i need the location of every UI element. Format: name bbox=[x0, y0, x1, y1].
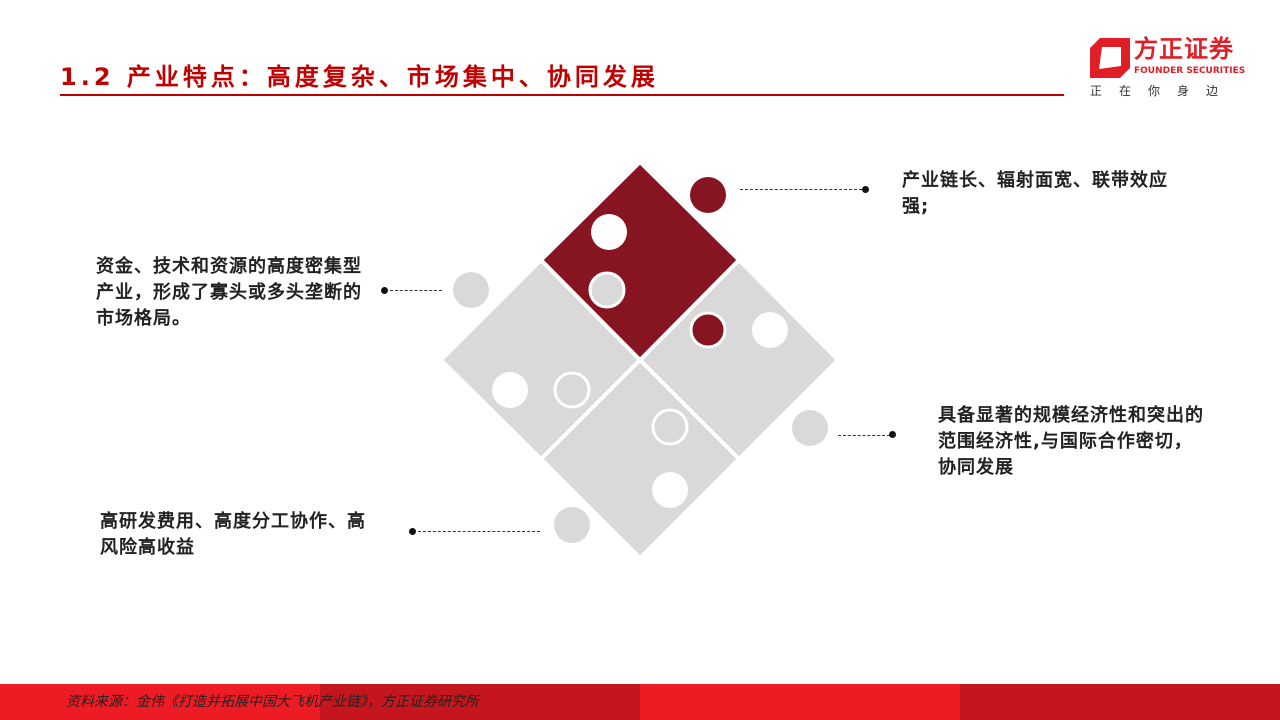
point-bottom-left: 高研发费用、高度分工协作、高风险高收益 bbox=[100, 511, 366, 558]
bullet-dot bbox=[409, 528, 416, 535]
footer-segment bbox=[640, 684, 960, 720]
source-note: 资料来源：金伟《打造并拓展中国大飞机产业链》，方正证券研究所 bbox=[66, 694, 479, 710]
logo-mark-icon bbox=[1090, 38, 1130, 78]
page-title: 1.2 产业特点：高度复杂、市场集中、协同发展 bbox=[60, 63, 659, 91]
puzzle-knob bbox=[690, 177, 726, 213]
point-right: 具备显著的规模经济性和突出的范围经济性,与国际合作密切，协同发展 bbox=[938, 405, 1204, 478]
puzzle-knob bbox=[553, 371, 591, 409]
connector-right bbox=[838, 435, 890, 436]
logo-name-en: FOUNDER SECURITIES bbox=[1134, 66, 1246, 76]
puzzle-piece-top bbox=[538, 159, 742, 363]
footer-segment bbox=[0, 684, 320, 720]
puzzle-hole bbox=[752, 312, 788, 348]
bullet-dot bbox=[862, 186, 869, 193]
footer-bar bbox=[0, 684, 1280, 720]
footer-segment bbox=[960, 684, 1280, 720]
puzzle-knob bbox=[689, 311, 727, 349]
company-logo: 方正证券 FOUNDER SECURITIES 正在你身边 bbox=[1090, 36, 1250, 100]
puzzle-piece-bottom bbox=[538, 357, 742, 561]
puzzle-hole bbox=[652, 472, 688, 508]
connector-left bbox=[390, 290, 442, 291]
puzzle-knob bbox=[651, 408, 689, 446]
point-top-right: 产业链长、辐射面宽、联带效应强; bbox=[902, 170, 1168, 217]
puzzle-hole bbox=[492, 372, 528, 408]
title-underline bbox=[60, 94, 1064, 96]
puzzle-knob bbox=[554, 507, 590, 543]
footer-segment bbox=[320, 684, 640, 720]
logo-name-cn: 方正证券 bbox=[1134, 35, 1234, 63]
point-left: 资金、技术和资源的高度密集型产业，形成了寡头或多头垄断的市场格局。 bbox=[96, 256, 362, 329]
bullet-dot bbox=[381, 287, 388, 294]
puzzle-knob bbox=[588, 271, 626, 309]
connector-top-right bbox=[740, 189, 862, 190]
logo-slogan: 正在你身边 bbox=[1090, 84, 1236, 98]
connector-bottom-left bbox=[418, 531, 540, 532]
puzzle-knob bbox=[453, 272, 489, 308]
puzzle-knob bbox=[792, 410, 828, 446]
puzzle-hole bbox=[591, 214, 627, 250]
bullet-dot bbox=[889, 431, 896, 438]
